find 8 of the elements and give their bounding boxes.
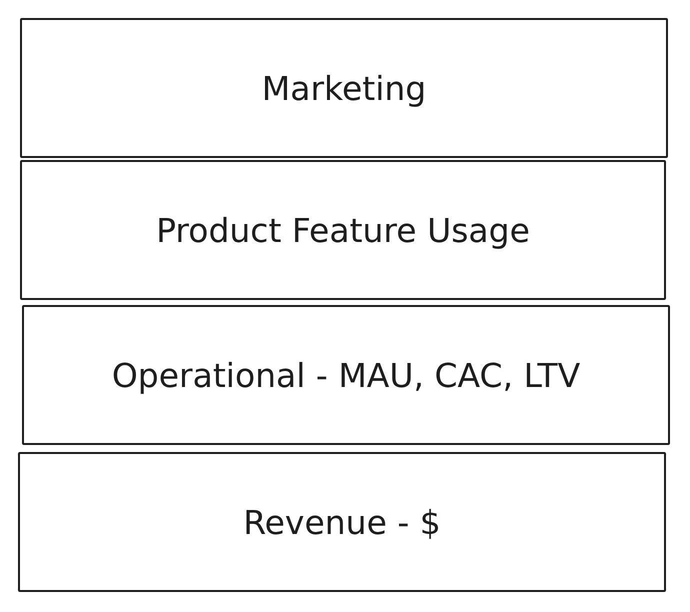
layer-box [18, 452, 666, 592]
layer-label: Revenue - $ [243, 502, 441, 542]
layer-label: Product Feature Usage [156, 210, 530, 250]
layer-box [20, 160, 666, 300]
layer-box [20, 18, 668, 158]
layer-box [22, 305, 670, 445]
layer-label: Operational - MAU, CAC, LTV [112, 356, 580, 394]
layer-label: Marketing [262, 68, 426, 108]
